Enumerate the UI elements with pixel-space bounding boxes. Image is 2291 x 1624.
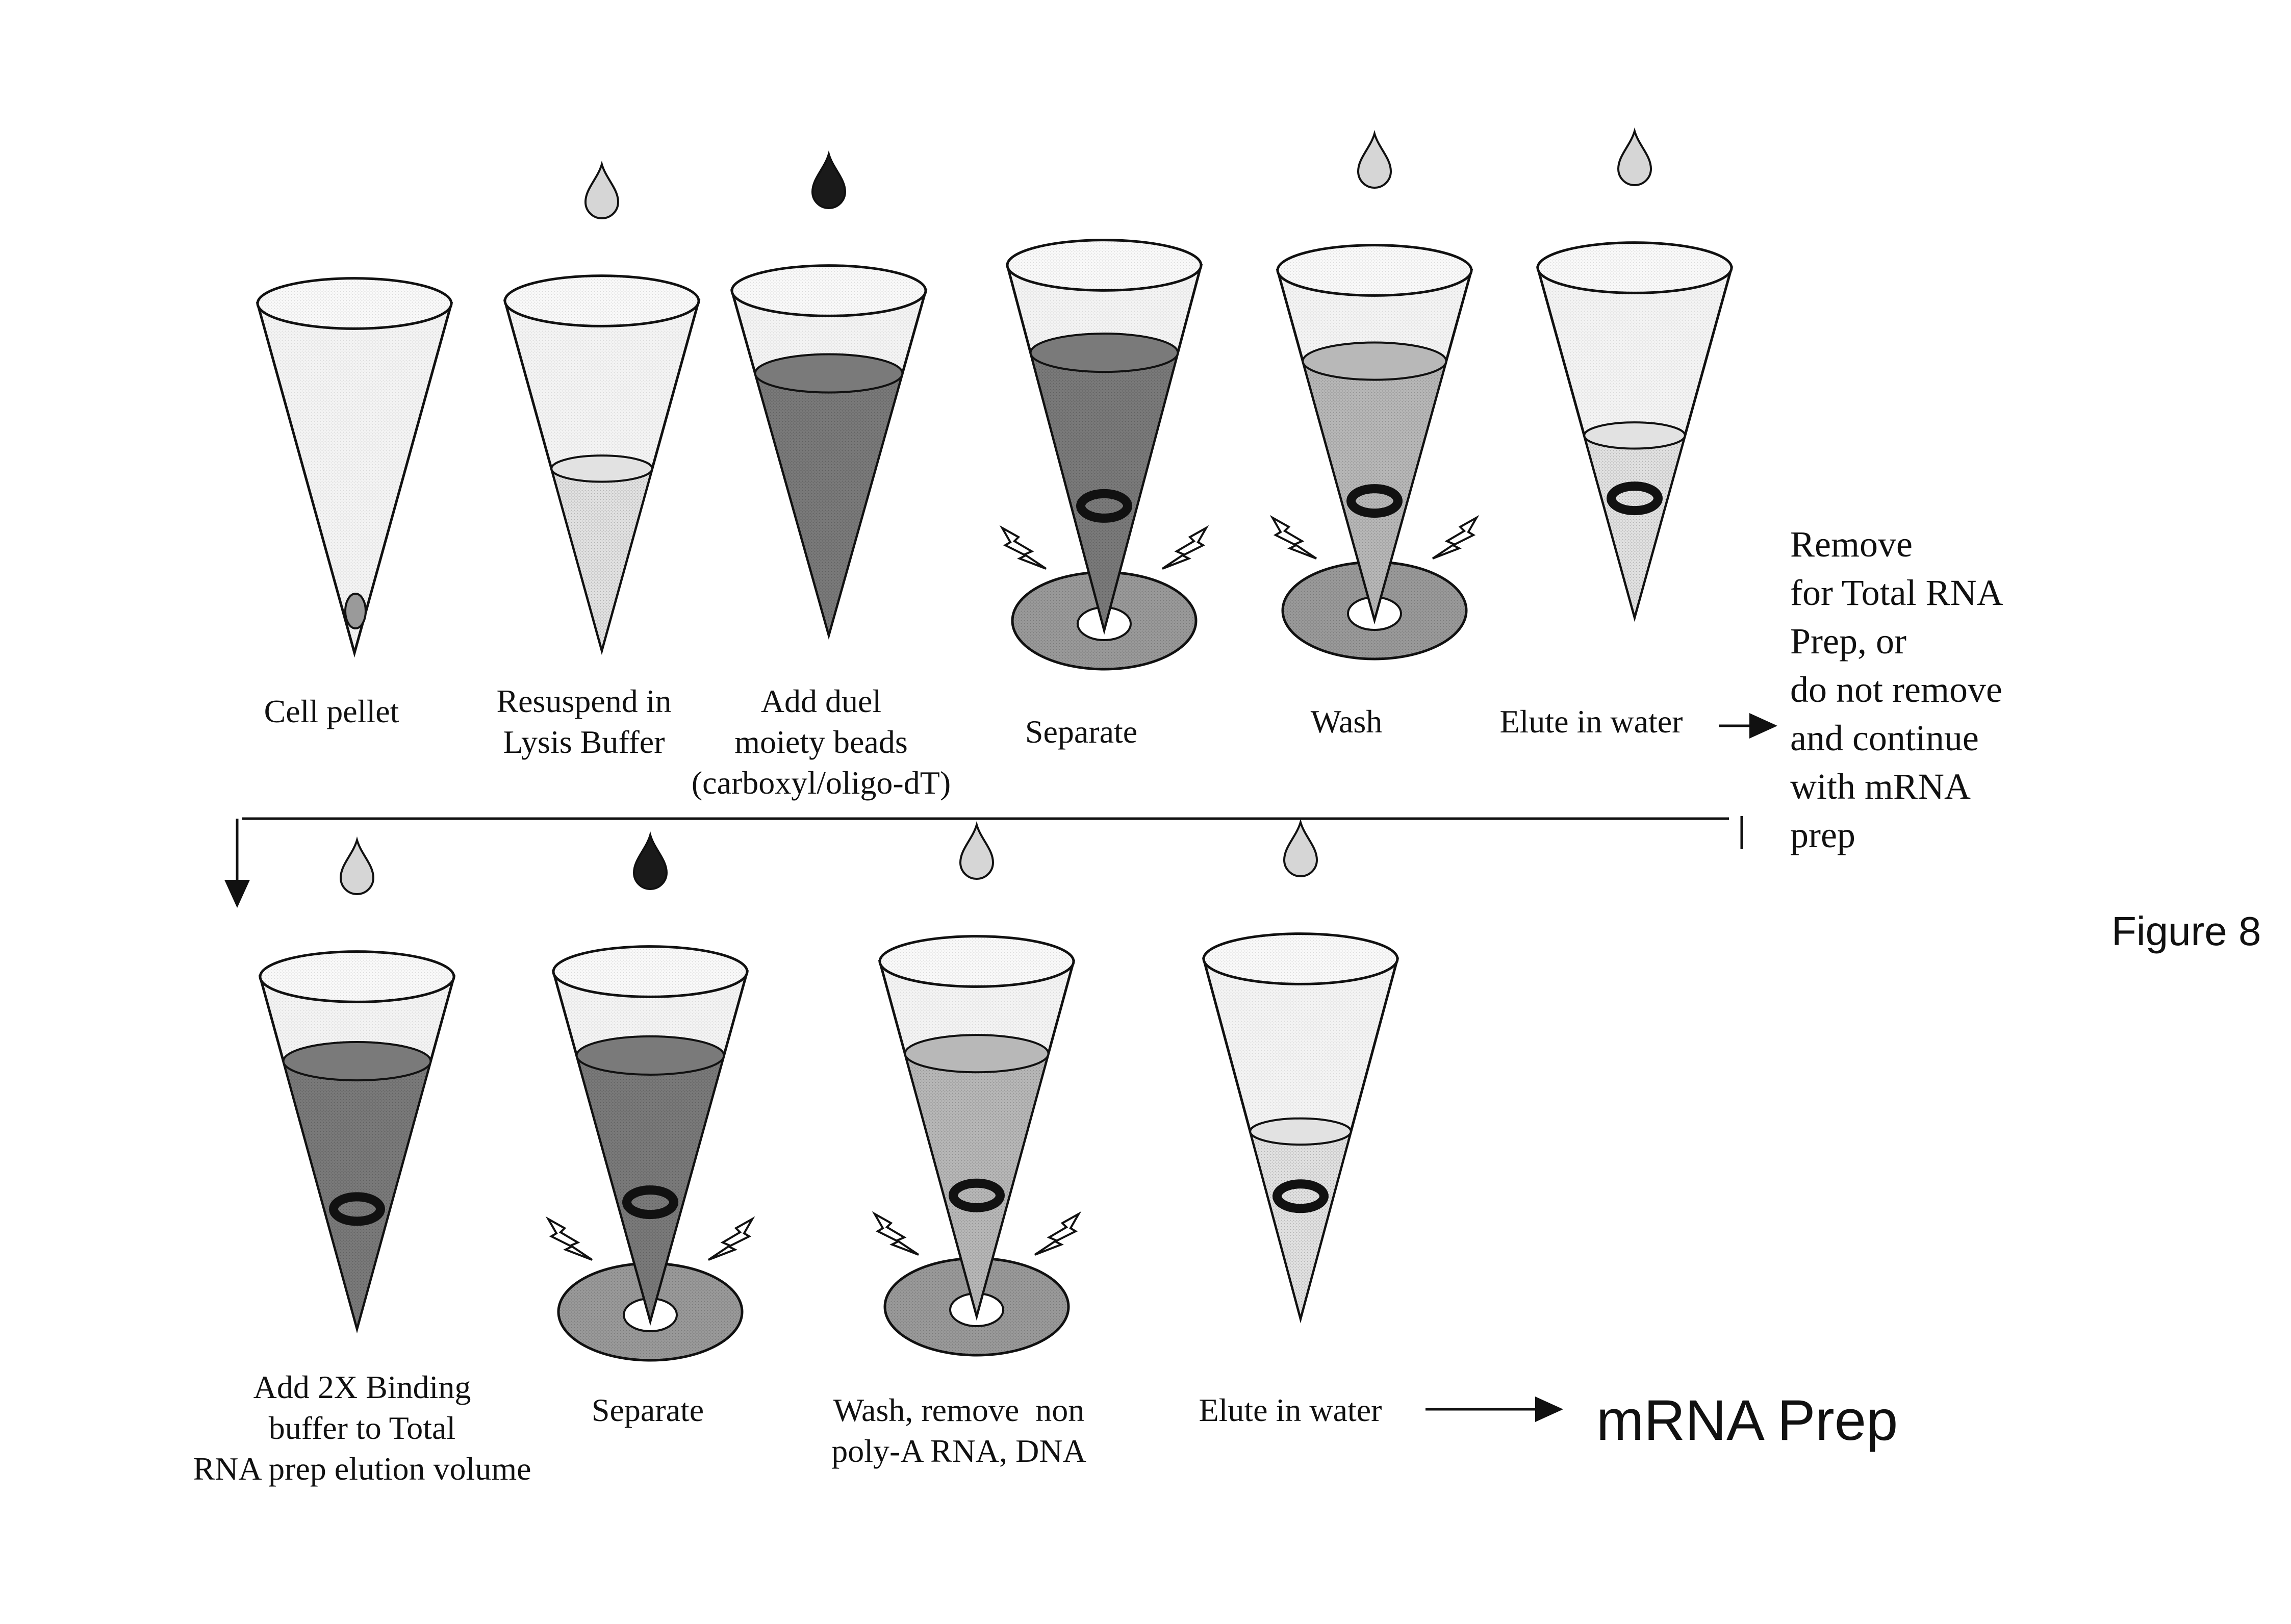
dark-drop-icon [811, 150, 847, 209]
magnetic-bolt-icon [1269, 515, 1317, 560]
row1-tube-2 [730, 150, 928, 640]
cell-pellet-icon [344, 593, 367, 629]
tube-rim-texture [260, 951, 454, 1002]
row1-tube-0 [256, 277, 453, 658]
dark-drop-icon [632, 831, 668, 890]
step-label-separate-1: Separate [1025, 714, 1138, 750]
step-label-resuspend: Resuspend in Lysis Buffer [496, 683, 672, 760]
light-drop-icon [1283, 818, 1318, 877]
liquid-surface [904, 1034, 1050, 1074]
bead-ring-icon [622, 1185, 678, 1220]
row2-tube-0 [258, 836, 456, 1334]
magnetic-bolt-icon [1161, 525, 1209, 570]
tube-rim-texture [1538, 242, 1732, 293]
tubes-layer [256, 127, 1734, 1362]
liquid-surface [575, 1035, 725, 1076]
liquid-texture [551, 468, 652, 650]
row2-tube-2 [872, 821, 1082, 1357]
bead-ring-icon [1272, 1179, 1329, 1213]
light-drop-icon [1357, 130, 1392, 189]
step-label-add-binding-buffer: Add 2X Binding buffer to Total RNA prep … [193, 1369, 531, 1487]
bead-ring-icon [1346, 484, 1403, 518]
row2-tube-3 [1202, 818, 1399, 1324]
liquid-surface [1249, 1117, 1352, 1146]
tube-rim-texture [505, 275, 699, 326]
magnetic-bolt-icon [1432, 515, 1480, 560]
tube-rim-texture [1007, 240, 1201, 291]
liquid-texture [1584, 435, 1685, 617]
figure-label: Figure 8 [2111, 908, 2261, 954]
step-label-elute-1: Elute in water [1499, 703, 1683, 740]
tube-rim-texture [1204, 933, 1397, 984]
tube-rim-texture [258, 278, 451, 329]
total-rna-note: Remove for Total RNA Prep, or do not rem… [1790, 524, 2003, 855]
row1-tube-5 [1536, 127, 1734, 622]
step-label-separate-2: Separate [591, 1392, 704, 1428]
row1-tube-4 [1269, 130, 1480, 661]
step-label-add-beads: Add duel moiety beads (carboxyl/oligo-dT… [691, 683, 951, 801]
magnetic-bolt-icon [999, 525, 1047, 570]
row1-tube-3 [999, 239, 1209, 671]
liquid-texture [755, 373, 903, 635]
step-label-wash-1: Wash [1310, 703, 1383, 740]
magnetic-bolt-icon [1034, 1211, 1082, 1256]
liquid-surface [550, 454, 653, 483]
tube-rim-texture [880, 936, 1074, 987]
bead-ring-icon [1076, 489, 1132, 523]
step-label-elute-2: Elute in water [1199, 1392, 1382, 1428]
bead-ring-icon [1607, 481, 1663, 516]
magnetic-bolt-icon [545, 1216, 593, 1261]
liquid-surface [754, 353, 904, 394]
light-drop-icon [339, 836, 375, 895]
tube-rim-texture [732, 265, 926, 316]
tube-rim-texture [553, 946, 747, 997]
row1-tube-1 [503, 160, 701, 655]
tube-rim-texture [1278, 245, 1471, 296]
liquid-surface [1583, 421, 1686, 450]
bead-ring-icon [949, 1178, 1005, 1212]
step-label-wash-remove: Wash, remove non poly-A RNA, DNA [831, 1392, 1086, 1469]
row2-tube-1 [545, 831, 755, 1362]
light-drop-icon [1617, 127, 1652, 186]
magnetic-bolt-icon [872, 1211, 920, 1256]
liquid-texture [1250, 1131, 1351, 1318]
mrna-prep-label: mRNA Prep [1596, 1388, 1898, 1452]
arrows-layer [224, 713, 1777, 1422]
liquid-surface [1302, 341, 1447, 381]
liquid-surface [1029, 333, 1179, 373]
light-drop-icon [959, 821, 995, 880]
step-label-cell-pellet: Cell pellet [264, 693, 399, 729]
light-drop-icon [584, 160, 620, 219]
magnetic-bolt-icon [707, 1216, 755, 1261]
tube-texture [258, 303, 451, 653]
bead-ring-icon [329, 1192, 385, 1226]
liquid-surface [282, 1041, 432, 1082]
